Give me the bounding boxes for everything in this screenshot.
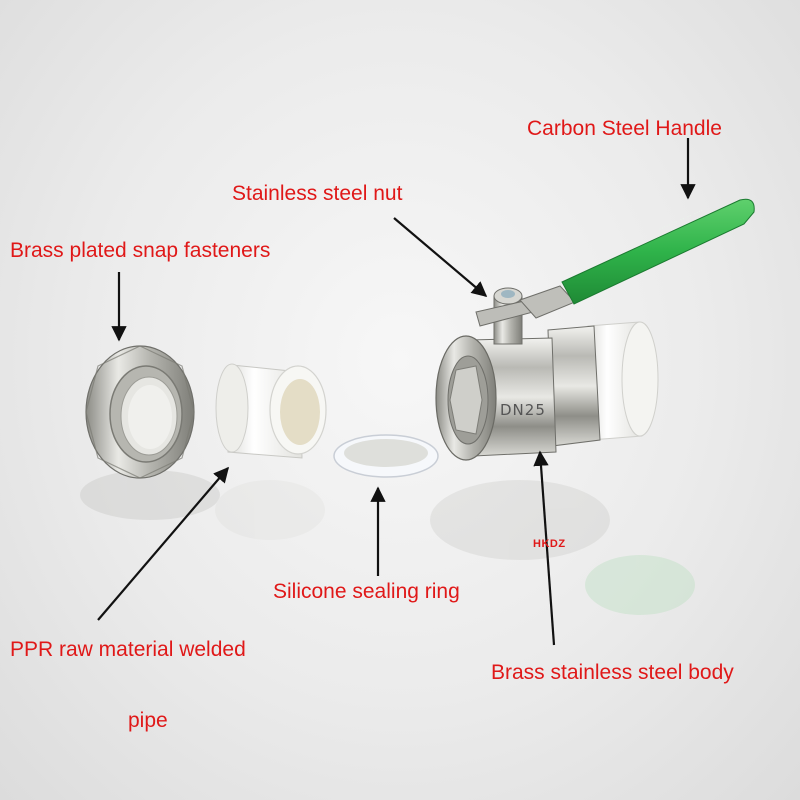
ball-valve: ····· ·· ·· ·· ···· (435, 198, 755, 461)
size-stamp: DN25 (500, 401, 546, 419)
brand-watermark: HKDZ (533, 538, 566, 550)
label-brass-stainless-body: Brass stainless steel body (491, 661, 734, 684)
floor-reflection (80, 470, 695, 615)
label-ppr-pipe-line2: pipe (128, 709, 168, 732)
label-brass-snap-fasteners: Brass plated snap fasteners (10, 239, 271, 262)
brass-snap-fastener-nut (85, 345, 195, 479)
arrow-stainless-nut (393, 217, 488, 297)
ppr-weld-pipe (215, 363, 327, 459)
arrow-brass-body (533, 450, 556, 646)
callout-arrows (97, 138, 696, 646)
label-silicone-sealing-ring: Silicone sealing ring (273, 580, 460, 603)
label-carbon-steel-handle: Carbon Steel Handle (527, 117, 722, 140)
label-stainless-steel-nut: Stainless steel nut (232, 182, 403, 205)
label-ppr-pipe-line1: PPR raw material welded (10, 638, 246, 661)
silicone-sealing-ring (333, 434, 439, 478)
arrow-ppr-pipe (97, 466, 230, 621)
